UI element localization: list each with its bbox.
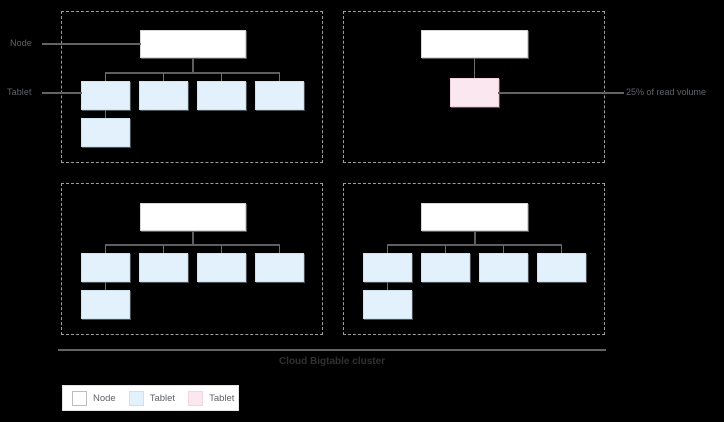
hot-tablet-box-top-right [450, 78, 499, 107]
cluster-boundary-rule [58, 349, 606, 351]
side-label-tablet: Tablet [7, 87, 32, 97]
tablet-box-top-left-5 [81, 118, 130, 147]
connector-drop-bottom-left-5 [105, 282, 106, 290]
tablet-box-bottom-left-5 [81, 290, 130, 319]
legend-item-hot-tablet: Tablet [188, 390, 235, 406]
tablet-box-bottom-left-1 [81, 253, 130, 282]
connector-drop-top-left-5 [105, 110, 106, 118]
legend-label-hot-tablet: Tablet [209, 392, 235, 404]
leader-line-read-volume [498, 92, 624, 94]
tablet-box-bottom-left-4 [255, 253, 304, 282]
tablet-box-bottom-right-3 [479, 253, 528, 282]
legend-item-tablet: Tablet [128, 390, 176, 406]
legend-item-node: Node [72, 390, 116, 406]
cluster-caption: Cloud Bigtable cluster [278, 356, 386, 367]
tablet-swatch-icon [128, 390, 144, 406]
cluster-node-top-right [343, 11, 605, 163]
connector-drop-top-left-1 [105, 73, 106, 81]
side-label-node: Node [10, 38, 32, 48]
node-box-bottom-left [140, 203, 246, 231]
leader-line-tablet [42, 92, 82, 94]
connector-trunk-top-left [192, 58, 194, 73]
tablet-box-bottom-left-3 [197, 253, 246, 282]
tablet-box-bottom-right-2 [421, 253, 470, 282]
cluster-node-bottom-left [61, 183, 323, 335]
leader-line-node [42, 43, 141, 45]
hot-tablet-swatch-icon [188, 390, 204, 406]
cluster-node-top-left [61, 11, 323, 163]
tablet-box-bottom-right-4 [537, 253, 586, 282]
connector-trunk-bottom-right [474, 231, 476, 245]
connector-trunk-top-right [474, 58, 475, 78]
connector-drop-top-left-2 [163, 73, 164, 81]
tablet-box-bottom-right-1 [363, 253, 412, 282]
tablet-box-top-left-2 [139, 81, 188, 110]
cluster-node-bottom-right [343, 183, 605, 335]
connector-drop-bottom-right-2 [445, 245, 446, 253]
connector-drop-bottom-left-3 [221, 245, 222, 253]
connector-drop-bottom-left-4 [279, 245, 280, 253]
callout-label-read-volume: 25% of read volume [626, 87, 707, 97]
tablet-box-top-left-1 [81, 81, 130, 110]
connector-drop-bottom-right-1 [387, 245, 388, 253]
tablet-box-bottom-right-5 [363, 290, 412, 319]
tablet-box-top-left-3 [197, 81, 246, 110]
node-box-top-right [421, 30, 528, 58]
connector-drop-top-left-3 [221, 73, 222, 81]
connector-drop-bottom-right-3 [503, 245, 504, 253]
legend-label-node: Node [93, 392, 116, 404]
legend: Node Tablet Tablet [62, 385, 239, 411]
connector-drop-top-left-4 [279, 73, 280, 81]
connector-bus-bottom-right [387, 244, 562, 246]
node-swatch-icon [72, 390, 87, 406]
connector-trunk-bottom-left [192, 231, 194, 245]
connector-bus-bottom-left [105, 244, 280, 246]
tablet-box-bottom-left-2 [139, 253, 188, 282]
connector-drop-bottom-right-5 [387, 282, 388, 290]
node-box-top-left [140, 30, 246, 58]
connector-drop-bottom-left-2 [163, 245, 164, 253]
tablet-box-top-left-4 [255, 81, 304, 110]
legend-label-tablet: Tablet [149, 392, 176, 404]
connector-bus-top-left [105, 72, 280, 74]
node-box-bottom-right [421, 203, 528, 231]
connector-drop-bottom-left-1 [105, 245, 106, 253]
connector-drop-bottom-right-4 [561, 245, 562, 253]
